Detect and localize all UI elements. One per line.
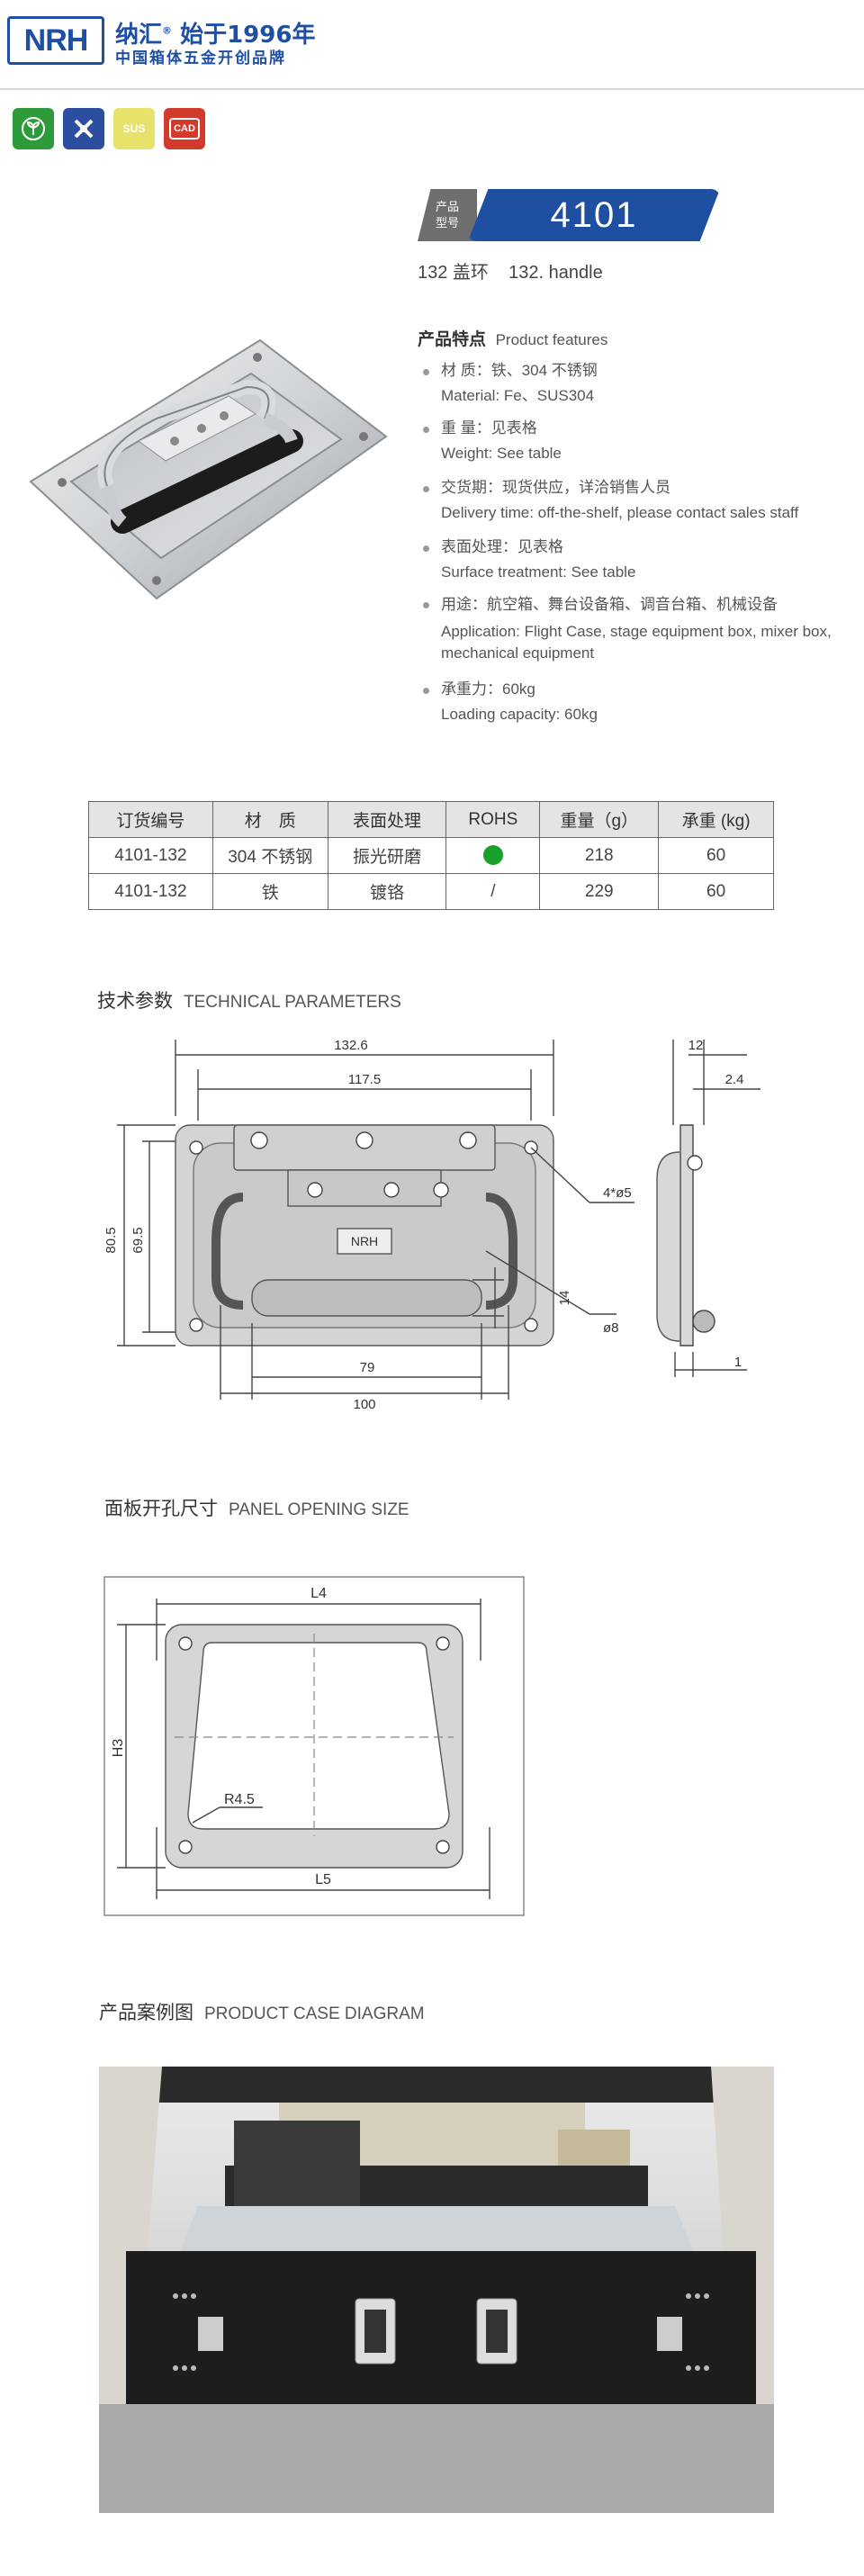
header-divider <box>0 88 864 90</box>
product-subtitle: 132 盖环 132. handle <box>418 263 603 283</box>
svg-text:117.5: 117.5 <box>348 1072 381 1087</box>
table-row: 4101-132 304 不锈钢 振光研磨 218 60 <box>88 837 774 874</box>
case-photo <box>99 2067 774 2513</box>
svg-text:12: 12 <box>688 1038 704 1053</box>
svg-text:14: 14 <box>557 1291 572 1306</box>
table-row: 4101-132 铁 镀铬 / 229 60 <box>88 873 774 910</box>
svg-text:80.5: 80.5 <box>104 1227 119 1253</box>
product-photo <box>29 338 388 600</box>
spec-table: 订货编号 材 质 表面处理 ROHS 重量（g） 承重 (kg) 4101-13… <box>88 801 774 910</box>
brand-subtitle: 中国箱体五金开创品牌 <box>115 50 286 68</box>
svg-text:L4: L4 <box>310 1586 327 1601</box>
features-title: 产品特点 Product features <box>418 330 608 349</box>
eco-badge-icon <box>13 108 54 149</box>
model-label: 产品型号 <box>418 189 477 241</box>
svg-text:2.4: 2.4 <box>725 1072 744 1087</box>
svg-text:132.6: 132.6 <box>334 1038 368 1053</box>
svg-text:100: 100 <box>353 1397 375 1412</box>
svg-text:1: 1 <box>734 1355 742 1370</box>
svg-text:4*ø5: 4*ø5 <box>603 1185 632 1201</box>
rohs-status <box>446 837 541 874</box>
rohs-dot-icon <box>482 845 503 866</box>
svg-text:R4.5: R4.5 <box>224 1792 255 1807</box>
technical-drawing: NRH 132.6 117.5 80.5 69.5 4*ø5 14 ø8 79 … <box>104 1038 760 1412</box>
nrh-logo: NRH <box>7 16 104 65</box>
svg-text:79: 79 <box>360 1360 375 1375</box>
brand-title: 纳汇® 始于1996年 <box>115 22 316 49</box>
svg-text:ø8: ø8 <box>603 1320 619 1336</box>
svg-text:69.5: 69.5 <box>130 1227 146 1253</box>
svg-text:H3: H3 <box>111 1739 126 1758</box>
panel-drawing: L4 H3 R4.5 L5 <box>104 1576 525 1916</box>
svg-text:L5: L5 <box>315 1872 331 1887</box>
sus-badge-icon: SUS <box>113 108 155 149</box>
custom-badge-icon <box>63 108 104 149</box>
table-header-row: 订货编号 材 质 表面处理 ROHS 重量（g） 承重 (kg) <box>88 801 774 838</box>
model-number: 4101 <box>468 189 720 241</box>
svg-text:NRH: NRH <box>351 1234 378 1248</box>
cad-badge-icon: CAD <box>164 108 205 149</box>
